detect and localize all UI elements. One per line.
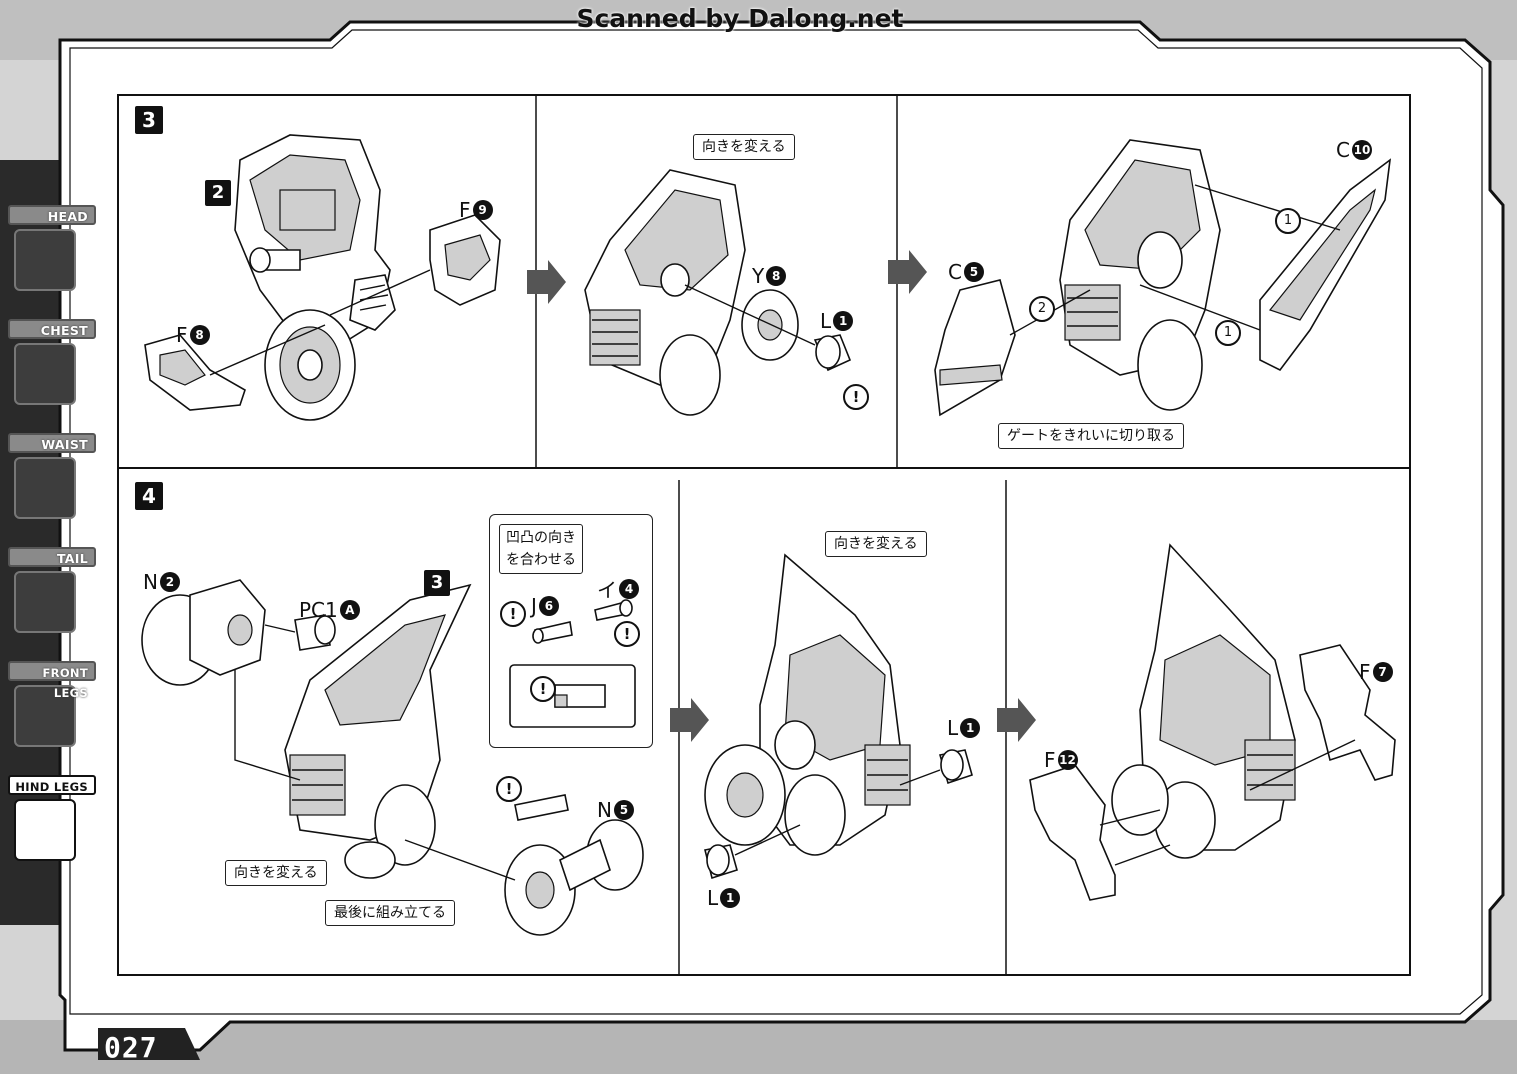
part-letter: L <box>820 309 832 333</box>
part-label: C 10 <box>1336 138 1372 162</box>
step4-panel1-illustration <box>141 579 644 936</box>
gate-callout: ゲートをきれいに切り取る <box>998 423 1184 449</box>
part-label: PC1 A <box>299 598 360 622</box>
part-number: 8 <box>189 325 210 345</box>
part-number: 12 <box>1057 750 1078 770</box>
part-label: N 2 <box>143 570 180 594</box>
caution-icon: ! <box>500 601 526 627</box>
tail-icon <box>14 571 76 633</box>
step4-panel2-illustration <box>704 553 973 880</box>
part-letter: F <box>459 198 471 222</box>
turn-callout: 向きを変える <box>225 860 327 886</box>
hind-legs-icon <box>14 799 76 861</box>
part-number: 10 <box>1351 140 1372 160</box>
part-label: F 12 <box>1044 748 1078 772</box>
step-number: 4 <box>135 482 163 510</box>
step3-panel1-illustration <box>144 134 501 421</box>
caution-icon: ! <box>843 384 869 410</box>
step3-panel3-illustration <box>934 139 1392 417</box>
part-number: 5 <box>613 800 634 820</box>
waist-icon <box>14 457 76 519</box>
part-label: イ 4 <box>597 574 639 603</box>
part-letter: Y <box>752 264 765 288</box>
part-label: N 5 <box>597 798 634 822</box>
part-letter: N <box>143 570 158 594</box>
part-letter: イ <box>597 578 617 602</box>
part-letter: F <box>1044 748 1056 772</box>
tab-chest[interactable]: CHEST <box>8 319 96 405</box>
order-mark: 2 <box>1029 296 1055 322</box>
tab-label: WAIST <box>8 433 96 453</box>
order-mark: 1 <box>1275 208 1301 234</box>
tab-front-legs[interactable]: FRONT LEGS <box>8 661 96 747</box>
turn-callout: 向きを変える <box>825 531 927 557</box>
turn-callout: 向きを変える <box>693 134 795 160</box>
tab-tail[interactable]: TAIL <box>8 547 96 633</box>
step-number: 3 <box>135 106 163 134</box>
caution-icon: ! <box>496 776 522 802</box>
align-callout-line: を合わせる <box>506 552 576 568</box>
ref-step-badge: 3 <box>424 570 450 596</box>
part-label: F 8 <box>176 323 210 347</box>
front-legs-icon <box>14 685 76 747</box>
part-number: 7 <box>1372 662 1393 682</box>
align-callout-line: 凹凸の向き <box>506 530 576 546</box>
part-letter: F <box>1359 660 1371 684</box>
part-number: 5 <box>963 262 984 282</box>
part-letter: N <box>597 798 612 822</box>
part-letter: L <box>947 716 959 740</box>
part-number: 2 <box>159 572 180 592</box>
part-letter: C <box>948 260 962 284</box>
caution-icon: ! <box>614 621 640 647</box>
part-letter: L <box>707 886 719 910</box>
scan-credit: Scanned by Dalong.net <box>576 4 904 33</box>
part-number: 1 <box>960 718 981 738</box>
part-label: F 9 <box>459 198 493 222</box>
tab-hind-legs[interactable]: HIND LEGS <box>8 775 96 861</box>
assemble-last-callout: 最後に組み立てる <box>325 900 455 926</box>
tab-label: FRONT LEGS <box>8 661 96 700</box>
part-label: C 5 <box>948 260 984 284</box>
tab-label: HIND LEGS <box>8 775 96 795</box>
part-number: 1 <box>720 888 741 908</box>
caution-icon: ! <box>530 676 556 702</box>
ref-step-badge: 2 <box>205 180 231 206</box>
part-label: Y 8 <box>752 264 787 288</box>
part-number: A <box>339 600 360 620</box>
detail-illustration <box>509 599 636 728</box>
part-label: L 1 <box>947 716 981 740</box>
order-mark: 1 <box>1215 320 1241 346</box>
tab-label: TAIL <box>8 547 96 567</box>
part-label: L 1 <box>820 309 854 333</box>
part-letter: PC1 <box>299 598 338 622</box>
part-letter: C <box>1336 138 1350 162</box>
section-nav: HEAD CHEST WAIST TAIL FRONT LEGS HIND LE… <box>0 175 105 905</box>
step4-panel3-illustration <box>1029 543 1396 901</box>
part-number: 8 <box>766 266 787 286</box>
tab-head[interactable]: HEAD <box>8 205 96 291</box>
part-label: J 6 <box>531 594 559 618</box>
part-letter: F <box>176 323 188 347</box>
tab-label: CHEST <box>8 319 96 339</box>
part-number: 4 <box>619 578 639 599</box>
part-number: 6 <box>538 596 559 616</box>
part-number: 9 <box>472 200 493 220</box>
part-number: 1 <box>833 311 854 331</box>
step3-panel2-illustration <box>584 169 852 416</box>
align-callout: 凹凸の向き を合わせる <box>499 524 583 574</box>
part-letter: J <box>531 594 537 618</box>
tab-label: HEAD <box>8 205 96 225</box>
chest-icon <box>14 343 76 405</box>
part-label: F 7 <box>1359 660 1393 684</box>
part-label: L 1 <box>707 886 741 910</box>
head-icon <box>14 229 76 291</box>
tab-waist[interactable]: WAIST <box>8 433 96 519</box>
page-number: 027 <box>104 1031 158 1064</box>
